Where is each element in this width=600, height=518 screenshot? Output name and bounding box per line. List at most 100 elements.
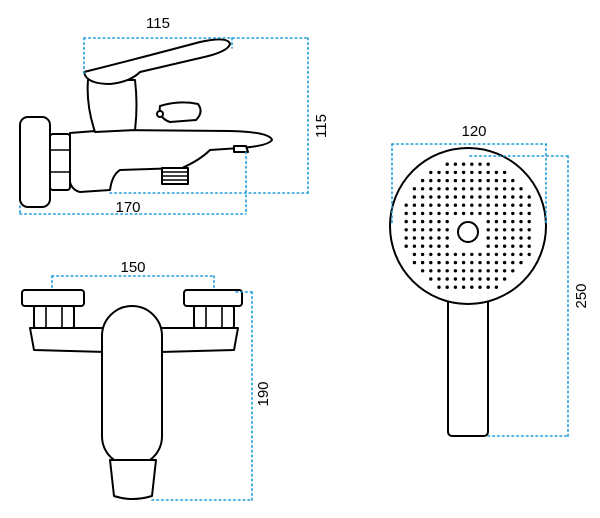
nozzle-dot xyxy=(437,236,441,240)
nozzle-dot xyxy=(486,187,490,191)
nozzle-dot xyxy=(429,269,433,273)
nozzle-dot xyxy=(519,228,523,232)
nozzle-dot xyxy=(470,211,474,216)
nozzle-dot xyxy=(461,277,466,281)
nozzle-dot xyxy=(502,178,507,183)
nozzle-dot xyxy=(461,252,466,257)
nozzle-dot xyxy=(511,203,515,207)
nozzle-dot xyxy=(486,203,490,207)
front-lever xyxy=(101,305,163,467)
nozzle-dot xyxy=(412,195,417,199)
nozzle-dot xyxy=(445,178,449,183)
nozzle-dot xyxy=(502,277,507,281)
nozzle-dot xyxy=(511,195,515,199)
nozzle-dot xyxy=(511,236,515,240)
nozzle-dot xyxy=(511,244,515,248)
nozzle-dot xyxy=(437,252,441,257)
nozzle-dot xyxy=(470,252,474,257)
nozzle-dot xyxy=(486,244,490,248)
nozzle-dot xyxy=(429,170,433,175)
nozzle-dot xyxy=(470,277,474,281)
lever-handle xyxy=(83,38,231,85)
nozzle-dot xyxy=(502,195,507,199)
nozzle-dot xyxy=(470,260,474,265)
nozzle-dot xyxy=(502,170,507,175)
nozzle-dot xyxy=(437,203,441,207)
nozzle-dot xyxy=(478,211,482,216)
nozzle-dot xyxy=(470,203,474,207)
nozzle-dot xyxy=(502,260,507,265)
nozzle-dot xyxy=(494,228,499,232)
nozzle-dot xyxy=(445,228,449,232)
nozzle-dot xyxy=(519,187,523,191)
nozzle-dot xyxy=(494,260,499,265)
nozzle-dot xyxy=(494,236,499,240)
nozzle-dot xyxy=(445,162,449,166)
nozzle-dot xyxy=(437,269,441,273)
shower-center-hole xyxy=(457,221,479,243)
nozzle-dot xyxy=(437,285,441,289)
nozzle-dot xyxy=(453,203,458,207)
nozzle-dot xyxy=(461,178,466,183)
nozzle-dot xyxy=(494,178,499,183)
nozzle-dot xyxy=(519,260,523,265)
nozzle-dot xyxy=(420,269,425,273)
wall-flange xyxy=(19,116,51,208)
nozzle-dot xyxy=(478,285,482,289)
nozzle-dot xyxy=(486,260,490,265)
nozzle-dot xyxy=(486,178,490,183)
nozzle-dot xyxy=(494,269,499,273)
dim-label-head-diameter: 120 xyxy=(461,123,486,140)
nozzle-dot xyxy=(445,211,449,216)
shower-handle xyxy=(447,289,489,437)
nozzle-dot xyxy=(486,211,490,216)
nozzle-dot xyxy=(453,178,458,183)
connector-nut xyxy=(49,133,71,191)
nozzle-dot xyxy=(486,252,490,257)
nozzle-dot xyxy=(486,269,490,273)
nozzle-dot xyxy=(429,203,433,207)
nozzle-dot xyxy=(494,195,499,199)
hand-shower xyxy=(389,147,547,437)
nozzle-dot xyxy=(453,195,458,199)
nozzle-dot xyxy=(404,203,408,207)
nozzle-dot xyxy=(519,244,523,248)
right-inlet-flange xyxy=(183,289,243,307)
nozzle-dot xyxy=(461,285,466,289)
nozzle-dot xyxy=(502,244,507,248)
nozzle-dot xyxy=(461,162,466,166)
nozzle-dot xyxy=(527,211,531,216)
nozzle-dot xyxy=(486,219,490,224)
nozzle-dot xyxy=(437,178,441,183)
nozzle-dot xyxy=(478,277,482,281)
nozzle-dot xyxy=(420,228,425,232)
nozzle-dot xyxy=(461,187,466,191)
nozzle-dot xyxy=(486,162,490,166)
nozzle-dot xyxy=(420,178,425,183)
side-view-dimensions: 115 115 170 xyxy=(19,15,330,216)
nozzle-dot xyxy=(470,195,474,199)
nozzle-dot xyxy=(404,219,408,224)
nozzle-dot xyxy=(445,203,449,207)
diverter-dot xyxy=(156,110,164,118)
nozzle-dot xyxy=(461,203,466,207)
nozzle-dot xyxy=(412,211,417,216)
nozzle-dot xyxy=(527,219,531,224)
dim-label-side-height: 115 xyxy=(313,114,330,138)
nozzle-dot xyxy=(461,211,466,216)
side-view-mixer xyxy=(19,38,273,208)
nozzle-dot xyxy=(420,252,425,257)
front-view-mixer xyxy=(21,289,243,500)
nozzle-dot xyxy=(437,219,441,224)
nozzle-dot xyxy=(519,211,523,216)
nozzle-dot xyxy=(511,228,515,232)
nozzle-dot xyxy=(519,252,523,257)
dim-label-side-depth: 170 xyxy=(115,199,140,216)
nozzle-dot xyxy=(453,269,458,273)
nozzle-dot xyxy=(527,195,531,199)
nozzle-dot xyxy=(478,203,482,207)
nozzle-dot xyxy=(429,178,433,183)
nozzle-dot xyxy=(437,187,441,191)
nozzle-dot xyxy=(453,211,458,216)
nozzle-dot xyxy=(527,244,531,248)
